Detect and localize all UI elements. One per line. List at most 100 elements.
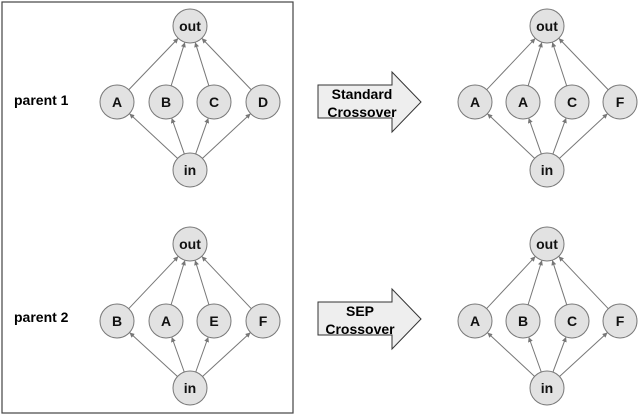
arrow-shape — [317, 70, 422, 134]
node-label: D — [258, 94, 268, 110]
node-circle — [196, 84, 232, 120]
node-label: A — [112, 94, 122, 110]
node-circle — [457, 84, 493, 120]
sep-crossover-arrow: SEP Crossover — [317, 287, 422, 351]
edge-hidden-to-out — [170, 42, 186, 86]
edge-hidden-to-out — [170, 260, 186, 305]
edge-in-to-hidden — [195, 336, 209, 373]
arrow-label-line-2: Crossover — [325, 321, 395, 337]
node-circle — [148, 84, 184, 120]
input-node: in — [529, 370, 565, 406]
node-label: out — [536, 236, 558, 252]
edge-in-to-hidden — [559, 332, 608, 377]
node-label: C — [209, 94, 219, 110]
node-label: A — [518, 94, 528, 110]
input-node: in — [172, 152, 208, 188]
hidden-node-a: A — [99, 84, 135, 120]
node-label: C — [567, 94, 577, 110]
hidden-node-b: B — [148, 84, 184, 120]
hidden-node-c: C — [196, 84, 232, 120]
node-circle — [602, 84, 638, 120]
edge-in-to-hidden — [552, 117, 567, 155]
node-label: E — [209, 313, 218, 329]
node-label: B — [112, 313, 122, 329]
node-label: F — [259, 313, 268, 329]
edge-in-to-hidden — [202, 332, 251, 377]
edge-in-to-hidden — [170, 117, 185, 155]
node-label: out — [179, 236, 201, 252]
edge-hidden-to-out — [558, 255, 609, 310]
output-node: out — [529, 226, 565, 262]
edge-hidden-to-out — [551, 260, 568, 305]
node-label: F — [616, 94, 625, 110]
input-node: in — [529, 152, 565, 188]
hidden-node-b: B — [505, 303, 541, 339]
node-circle — [172, 8, 208, 44]
edge-in-to-hidden — [552, 336, 567, 373]
edge-hidden-to-out — [194, 260, 210, 305]
node-label: out — [179, 18, 201, 34]
arrow-label-line-1: SEP — [346, 303, 374, 319]
node-circle — [602, 303, 638, 339]
node-circle — [554, 303, 590, 339]
standard-crossover-arrow: Standard Crossover — [317, 70, 422, 134]
edge-in-to-hidden — [129, 332, 178, 377]
hidden-node-a: A — [457, 84, 493, 120]
node-circle — [172, 152, 208, 188]
edge-hidden-to-out — [527, 42, 543, 86]
node-circle — [172, 370, 208, 406]
hidden-node-c: C — [554, 303, 590, 339]
node-circle — [505, 303, 541, 339]
node-circle — [529, 226, 565, 262]
node-circle — [529, 370, 565, 406]
hidden-node-c: C — [554, 84, 590, 120]
parents-box — [1, 1, 294, 414]
edge-hidden-to-out — [128, 255, 179, 310]
output-node: out — [172, 226, 208, 262]
hidden-node-a: A — [505, 84, 541, 120]
edge-in-to-hidden — [171, 336, 185, 373]
edge-hidden-to-out — [486, 256, 536, 309]
node-label: out — [536, 18, 558, 34]
arrow-label-line-1: Standard — [332, 86, 393, 102]
arrow-label-line-2: Crossover — [327, 104, 397, 120]
node-label: in — [541, 380, 553, 396]
edge-hidden-to-out — [527, 260, 543, 305]
edge-hidden-to-out — [128, 37, 179, 91]
input-node: in — [172, 370, 208, 406]
edge-hidden-to-out — [551, 41, 568, 87]
node-circle — [245, 84, 281, 120]
edge-hidden-to-out — [486, 37, 536, 91]
edge-in-to-hidden — [195, 117, 210, 155]
output-node: out — [529, 8, 565, 44]
hidden-node-d: D — [245, 84, 281, 120]
hidden-node-e: E — [196, 303, 232, 339]
edge-hidden-to-out — [558, 37, 609, 91]
hidden-node-f: F — [602, 303, 638, 339]
node-label: A — [470, 313, 480, 329]
node-label: A — [470, 94, 480, 110]
node-circle — [99, 84, 135, 120]
node-circle — [529, 8, 565, 44]
edge-in-to-hidden — [528, 336, 542, 373]
parent-1-label: parent 1 — [14, 92, 69, 108]
parent-2-label: parent 2 — [14, 309, 69, 325]
node-circle — [148, 303, 184, 339]
edge-hidden-to-out — [194, 42, 210, 86]
node-label: in — [184, 380, 196, 396]
edge-hidden-to-out — [201, 37, 252, 91]
node-circle — [529, 152, 565, 188]
node-circle — [554, 84, 590, 120]
hidden-node-b: B — [99, 303, 135, 339]
node-label: B — [161, 94, 171, 110]
node-circle — [245, 303, 281, 339]
node-label: F — [616, 313, 625, 329]
node-label: in — [184, 162, 196, 178]
edge-in-to-hidden — [487, 113, 535, 159]
hidden-node-f: F — [245, 303, 281, 339]
